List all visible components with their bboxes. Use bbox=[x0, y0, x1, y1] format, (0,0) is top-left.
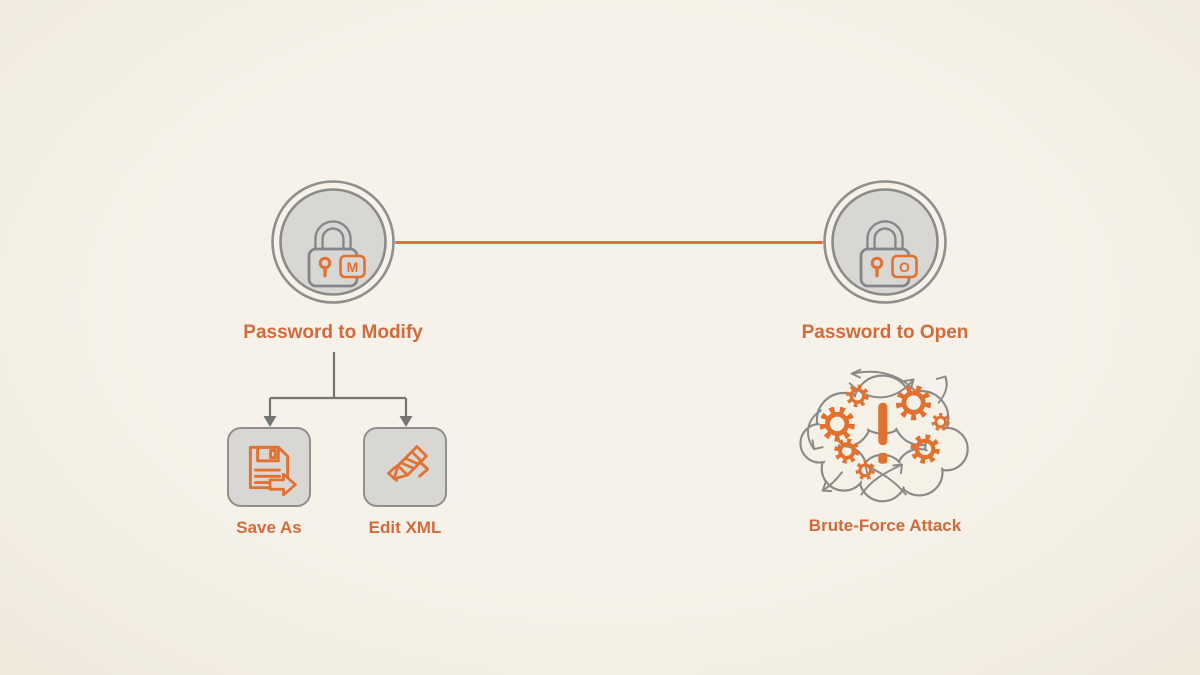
password-to-modify-label: Password to Modify bbox=[243, 322, 423, 343]
modify-badge-letter: M bbox=[347, 259, 359, 275]
gears-icon bbox=[819, 384, 950, 480]
angle-bracket-right bbox=[418, 460, 430, 478]
edit-xml-box bbox=[363, 427, 447, 507]
open-badge: O bbox=[891, 254, 918, 279]
gear-icon bbox=[834, 438, 860, 464]
arrowhead-icon bbox=[821, 481, 833, 493]
password-to-open-label: Password to Open bbox=[801, 322, 969, 343]
arrowhead-icon bbox=[935, 375, 948, 387]
padlock-open-icon: O bbox=[823, 180, 947, 304]
arrowhead-right bbox=[399, 416, 413, 427]
branch-connector-arrows bbox=[263, 352, 413, 427]
brute-force-attack-label: Brute-Force Attack bbox=[808, 516, 962, 535]
arrowhead-left bbox=[263, 416, 277, 427]
outer-ring bbox=[823, 180, 947, 304]
export-arrow bbox=[268, 472, 297, 496]
padlock-icon: M bbox=[307, 220, 366, 288]
edit-xml-label: Edit XML bbox=[368, 518, 442, 537]
gear-icon bbox=[855, 460, 875, 480]
save-as-box bbox=[227, 427, 311, 507]
arrowhead-icon bbox=[850, 368, 862, 379]
gear-icon bbox=[910, 434, 940, 464]
modify-badge: M bbox=[339, 254, 366, 279]
save-as-label: Save As bbox=[236, 518, 302, 537]
arrowhead-icon bbox=[811, 439, 824, 451]
node-connector-line bbox=[395, 241, 823, 244]
padlock-icon: O bbox=[859, 220, 918, 288]
keyhole-icon bbox=[870, 256, 884, 278]
open-badge-letter: O bbox=[899, 259, 910, 275]
save-as-floppy-icon bbox=[248, 445, 297, 496]
keyhole-icon bbox=[318, 256, 332, 278]
arrowhead-icon bbox=[892, 463, 903, 475]
brute-force-cloud-gears-icon bbox=[799, 368, 969, 503]
exclamation-icon bbox=[878, 402, 888, 464]
outer-ring bbox=[271, 180, 395, 304]
padlock-modify-icon: M bbox=[271, 180, 395, 304]
edit-xml-pencil-icon bbox=[387, 445, 430, 482]
